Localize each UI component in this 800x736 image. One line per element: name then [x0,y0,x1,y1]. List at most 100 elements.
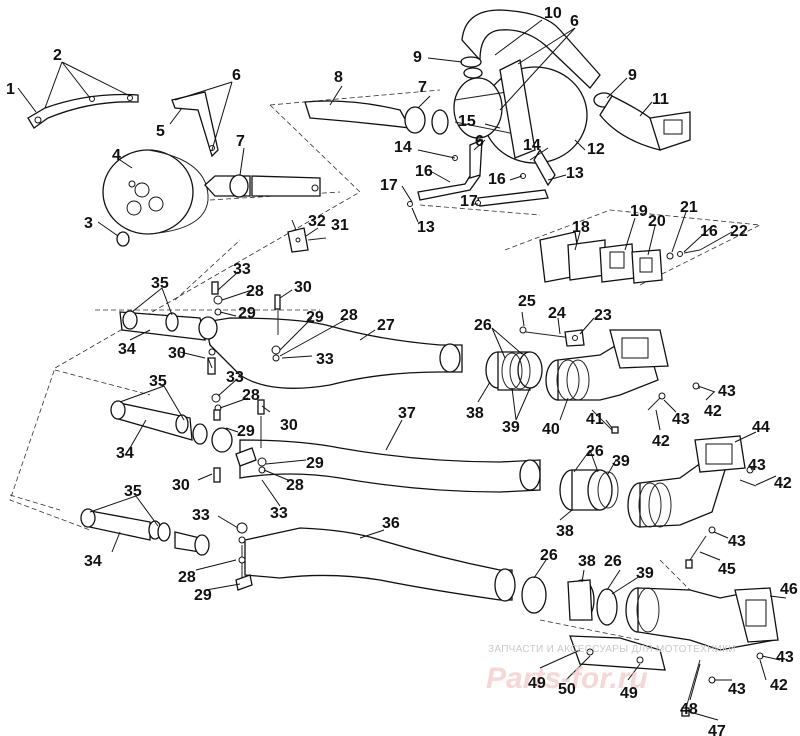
callout-29b: 29 [306,309,324,326]
callout-43a: 43 [672,411,690,428]
callout-14b: 14 [394,139,412,156]
callout-6a: 6 [232,67,241,84]
hardware-23-25 [519,326,585,347]
callout-30b: 30 [168,345,186,362]
callout-10: 10 [544,5,562,22]
callout-26b: 26 [586,443,604,460]
callout-42a: 42 [652,433,670,450]
drain-plug [116,231,130,247]
callout-6c: 6 [475,133,484,150]
callout-39a: 39 [502,419,520,436]
callout-33d: 33 [270,505,288,522]
callout-35c: 35 [124,483,142,500]
callout-13b: 13 [417,219,435,236]
callout-43c: 43 [748,457,766,474]
callout-1: 1 [6,81,15,98]
callout-28c: 28 [242,387,260,404]
callout-41: 41 [586,411,604,428]
callout-30c: 30 [280,417,298,434]
callout-28d: 28 [286,477,304,494]
callout-36: 36 [382,515,400,532]
callout-22: 22 [730,223,748,240]
callout-40: 40 [542,421,560,438]
callout-9a: 9 [413,49,422,66]
callout-3: 3 [84,215,93,232]
callout-49a: 49 [528,675,546,692]
callout-32: 32 [308,213,326,230]
callout-29d: 29 [306,455,324,472]
callout-29c: 29 [237,423,255,440]
callout-43f: 43 [728,681,746,698]
callout-7b: 7 [418,79,427,96]
callout-16a: 16 [415,163,433,180]
exhaust-elbow [593,92,691,151]
callout-18: 18 [572,219,590,236]
exhaust-pipe-36 [244,527,516,602]
callout-42c: 42 [774,475,792,492]
callout-49b: 49 [620,685,638,702]
elbow-44 [627,435,746,528]
callout-35a: 35 [151,275,169,292]
callout-38c: 38 [578,553,596,570]
callout-26d: 26 [604,553,622,570]
callout-35b: 35 [149,373,167,390]
callout-21: 21 [680,199,698,216]
callout-numbers: 1 2 3 4 5 6 7 8 7 9 10 6 9 11 12 13 14 1… [6,5,798,736]
callout-19: 19 [630,203,648,220]
brackets-48-50 [569,635,764,717]
callout-31: 31 [331,217,349,234]
callout-6b: 6 [570,13,579,30]
watermark: ЗАПЧАСТИ И АКСЕССУАРЫ ДЛЯ МОТОТЕХНИКИ Pa… [486,644,736,695]
slip-joint-upper [119,310,218,341]
callout-33e: 33 [192,507,210,524]
callout-34b: 34 [116,445,134,462]
callout-34c: 34 [84,553,102,570]
callout-28a: 28 [246,283,264,300]
callout-50: 50 [558,681,576,698]
callout-38b: 38 [556,523,574,540]
callout-37: 37 [398,405,416,422]
callout-15: 15 [458,113,476,130]
callout-39b: 39 [612,453,630,470]
callout-7a: 7 [236,133,245,150]
mount-bracket [171,91,219,158]
coupler-upper [485,351,543,391]
upper-pipe [304,100,449,135]
callout-16c: 16 [700,223,718,240]
coupler-lower [521,576,618,626]
callout-48: 48 [680,701,698,718]
callout-43b: 43 [718,383,736,400]
callout-23: 23 [594,307,612,324]
callout-14a: 14 [523,137,541,154]
callout-38a: 38 [466,405,484,422]
callout-43d: 43 [728,533,746,550]
callout-26a: 26 [474,317,492,334]
callout-47: 47 [708,723,726,736]
callout-8: 8 [334,69,343,86]
callout-30a: 30 [294,279,312,296]
watermark-tagline: ЗАПЧАСТИ И АКСЕССУАРЫ ДЛЯ МОТОТЕХНИКИ [488,644,736,655]
exhaust-pipe-37 [239,439,541,493]
callout-42d: 42 [770,677,788,694]
callout-43e: 43 [776,649,794,666]
callout-17b: 17 [460,193,478,210]
callout-29a: 29 [238,305,256,322]
callout-28b: 28 [340,307,358,324]
watermark-brand: Parts-for.ru [486,662,648,695]
callout-4: 4 [112,147,121,164]
elbow-46 [625,587,779,651]
callout-17a: 17 [380,177,398,194]
callout-45: 45 [718,561,736,578]
callout-42b: 42 [704,403,722,420]
callout-44: 44 [752,419,770,436]
spring-hooks-lower [235,522,253,591]
callout-27: 27 [377,317,395,334]
callout-33c: 33 [226,369,244,386]
spring-hooks-middle [211,393,267,483]
callout-30d: 30 [172,477,190,494]
callout-28e: 28 [178,569,196,586]
callout-2: 2 [53,47,62,64]
callout-12: 12 [587,141,605,158]
